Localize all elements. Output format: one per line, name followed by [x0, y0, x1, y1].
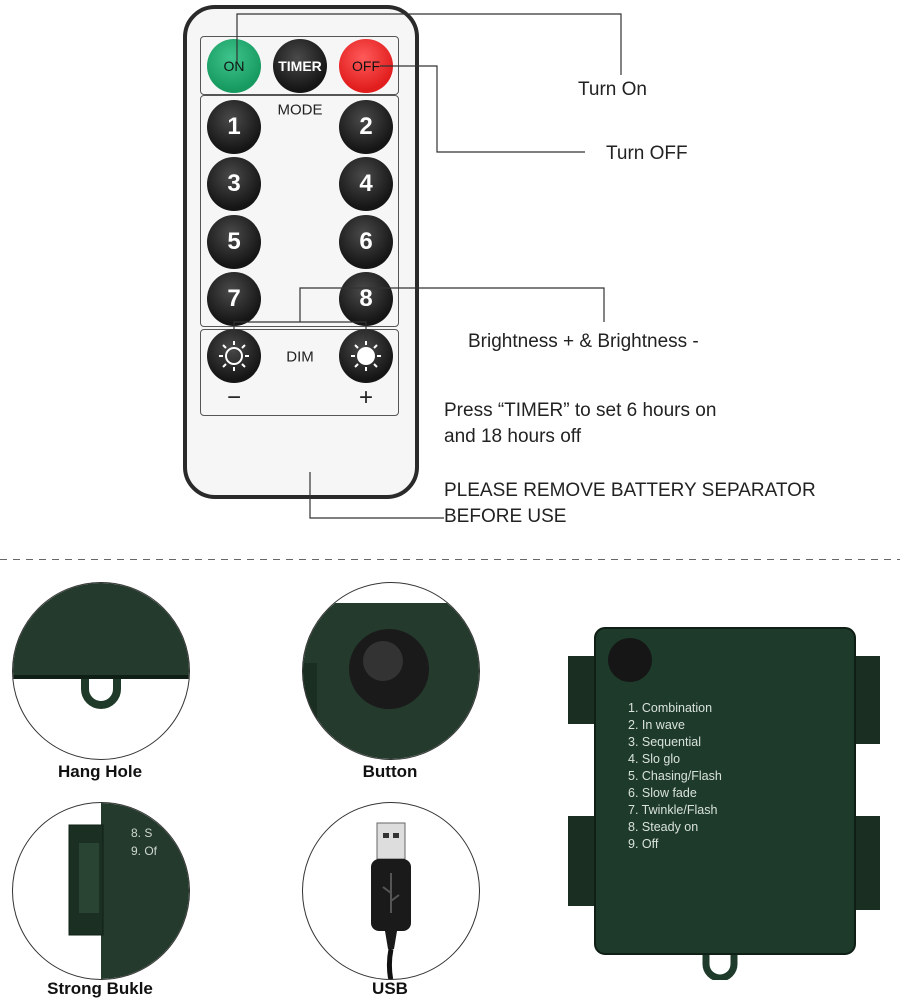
brightness-callout: Brightness + & Brightness -: [468, 331, 699, 352]
mode-label: MODE: [277, 101, 323, 119]
mode-item: 8. Steady on: [628, 820, 699, 834]
mode-button-1[interactable]: 1: [207, 100, 261, 154]
minus-label: −: [226, 384, 242, 411]
plus-label: +: [358, 384, 374, 411]
mode-button-2[interactable]: 2: [339, 100, 393, 154]
mode-item: 5. Chasing/Flash: [628, 769, 722, 783]
mode-button-3[interactable]: 3: [207, 157, 261, 211]
hang-hole-detail: [12, 582, 190, 760]
mode-item: 9. Off: [628, 837, 659, 851]
mode-item: 7. Twinkle/Flash: [628, 803, 718, 817]
mode-item: 6. Slow fade: [628, 786, 697, 800]
on-button[interactable]: ON: [207, 39, 261, 93]
usb-plug-icon: [371, 822, 411, 979]
button-image: [303, 603, 479, 759]
mode-button-8[interactable]: 8: [339, 272, 393, 326]
mode-item: 1. Combination: [628, 701, 713, 715]
button-detail: [302, 582, 480, 760]
sun-outline-icon: [219, 341, 249, 371]
battery-box: [568, 627, 880, 980]
svg-text:8. S: 8. S: [131, 826, 152, 840]
buckle-image: 8. S 9. Of: [68, 803, 189, 979]
mode-button-7[interactable]: 7: [207, 272, 261, 326]
battery-callout-line1: PLEASE REMOVE BATTERY SEPARATOR: [444, 480, 816, 501]
battery-callout-line2: BEFORE USE: [444, 506, 567, 527]
dim-button-group: [200, 329, 399, 416]
timer-button[interactable]: TIMER: [273, 39, 327, 93]
turn-off-callout: Turn OFF: [606, 143, 688, 164]
timer-callout-line1: Press “TIMER” to set 6 hours on: [444, 400, 717, 421]
mode-button-group: [200, 95, 399, 327]
turn-on-callout: Turn On: [578, 79, 647, 100]
strong-buckle-caption: Strong Bukle: [47, 979, 153, 998]
hang-hole-image: [13, 583, 189, 709]
sun-filled-icon: [351, 341, 381, 371]
svg-text:9. Of: 9. Of: [131, 844, 158, 858]
button-caption: Button: [362, 762, 418, 781]
dim-label: DIM: [286, 348, 314, 366]
usb-caption: USB: [372, 979, 408, 998]
strong-buckle-detail: 8. S 9. Of: [12, 802, 190, 980]
mode-button-5[interactable]: 5: [207, 215, 261, 269]
timer-callout-line2: and 18 hours off: [444, 426, 581, 447]
mode-button-6[interactable]: 6: [339, 215, 393, 269]
mode-item: 2. In wave: [628, 718, 685, 732]
callout-lines: [0, 13, 900, 560]
mode-button-4[interactable]: 4: [339, 157, 393, 211]
battery-box-button: [608, 638, 652, 682]
mode-item: 3. Sequential: [628, 735, 701, 749]
hang-hole-caption: Hang Hole: [57, 762, 143, 781]
usb-detail: [302, 802, 480, 980]
mode-item: 4. Slo glo: [628, 752, 681, 766]
mode-list: 1. Combination 2. In wave 3. Sequential …: [628, 700, 722, 853]
